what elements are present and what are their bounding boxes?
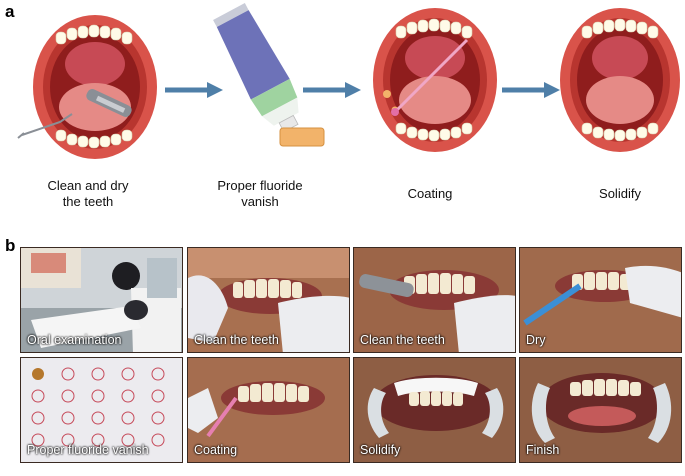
step-label-line1: Solidify: [599, 186, 641, 201]
arrow-right-1: [165, 82, 223, 103]
panel-a-letter: a: [5, 2, 15, 21]
photo-label: Proper fluoride vanish: [27, 443, 149, 457]
panel-b-letter: b: [5, 236, 16, 255]
step-label-line1: Clean and dry: [47, 178, 129, 193]
photo-dry: Dry: [519, 247, 682, 353]
photo-label: Oral examination: [27, 333, 122, 347]
arrow-right-2: [303, 82, 361, 103]
step-fluoride-vanish-label: Proper fluoride vanish: [185, 178, 335, 210]
fluoride-tube-illustration: [213, 3, 325, 147]
photo-coating: Coating: [187, 357, 350, 463]
step-coating-label: Coating: [375, 186, 485, 202]
photo-oral-examination: Oral examination: [20, 247, 183, 353]
step-label-line2: the teeth: [62, 194, 114, 209]
photo-label: Finish: [526, 443, 560, 457]
photo-solidify: Solidify: [353, 357, 516, 463]
photo-fluoride-vanish: Proper fluoride vanish: [20, 357, 183, 463]
step-label-line2: vanish: [241, 194, 279, 209]
photo-label: Coating: [194, 443, 238, 457]
open-mouth-finished-illustration: [560, 8, 680, 152]
step-label-line1: Proper fluoride: [217, 178, 303, 193]
step-fluoride-vanish: Proper fluoride vanish: [185, 0, 335, 215]
photo-clean-teeth-2: Clean the teeth: [353, 247, 516, 353]
open-mouth-drill-illustration: [17, 15, 157, 159]
arrow-right-3: [502, 82, 560, 103]
photo-label: Clean the teeth: [194, 333, 279, 347]
step-label-line1: Coating: [407, 186, 453, 201]
open-mouth-brush-illustration: [373, 8, 497, 152]
step-solidify: Solidify: [555, 0, 685, 215]
step-coating: Coating: [355, 0, 515, 215]
step-clean-and-dry-label: Clean and dry the teeth: [13, 178, 163, 210]
photo-finish: Finish: [519, 357, 682, 463]
photo-label: Solidify: [360, 443, 401, 457]
photo-label: Clean the teeth: [360, 333, 445, 347]
step-solidify-label: Solidify: [565, 186, 675, 202]
photo-clean-teeth-1: Clean the teeth: [187, 247, 350, 353]
photo-label: Dry: [526, 333, 546, 347]
step-clean-and-dry: Clean and dry the teeth: [0, 0, 170, 215]
